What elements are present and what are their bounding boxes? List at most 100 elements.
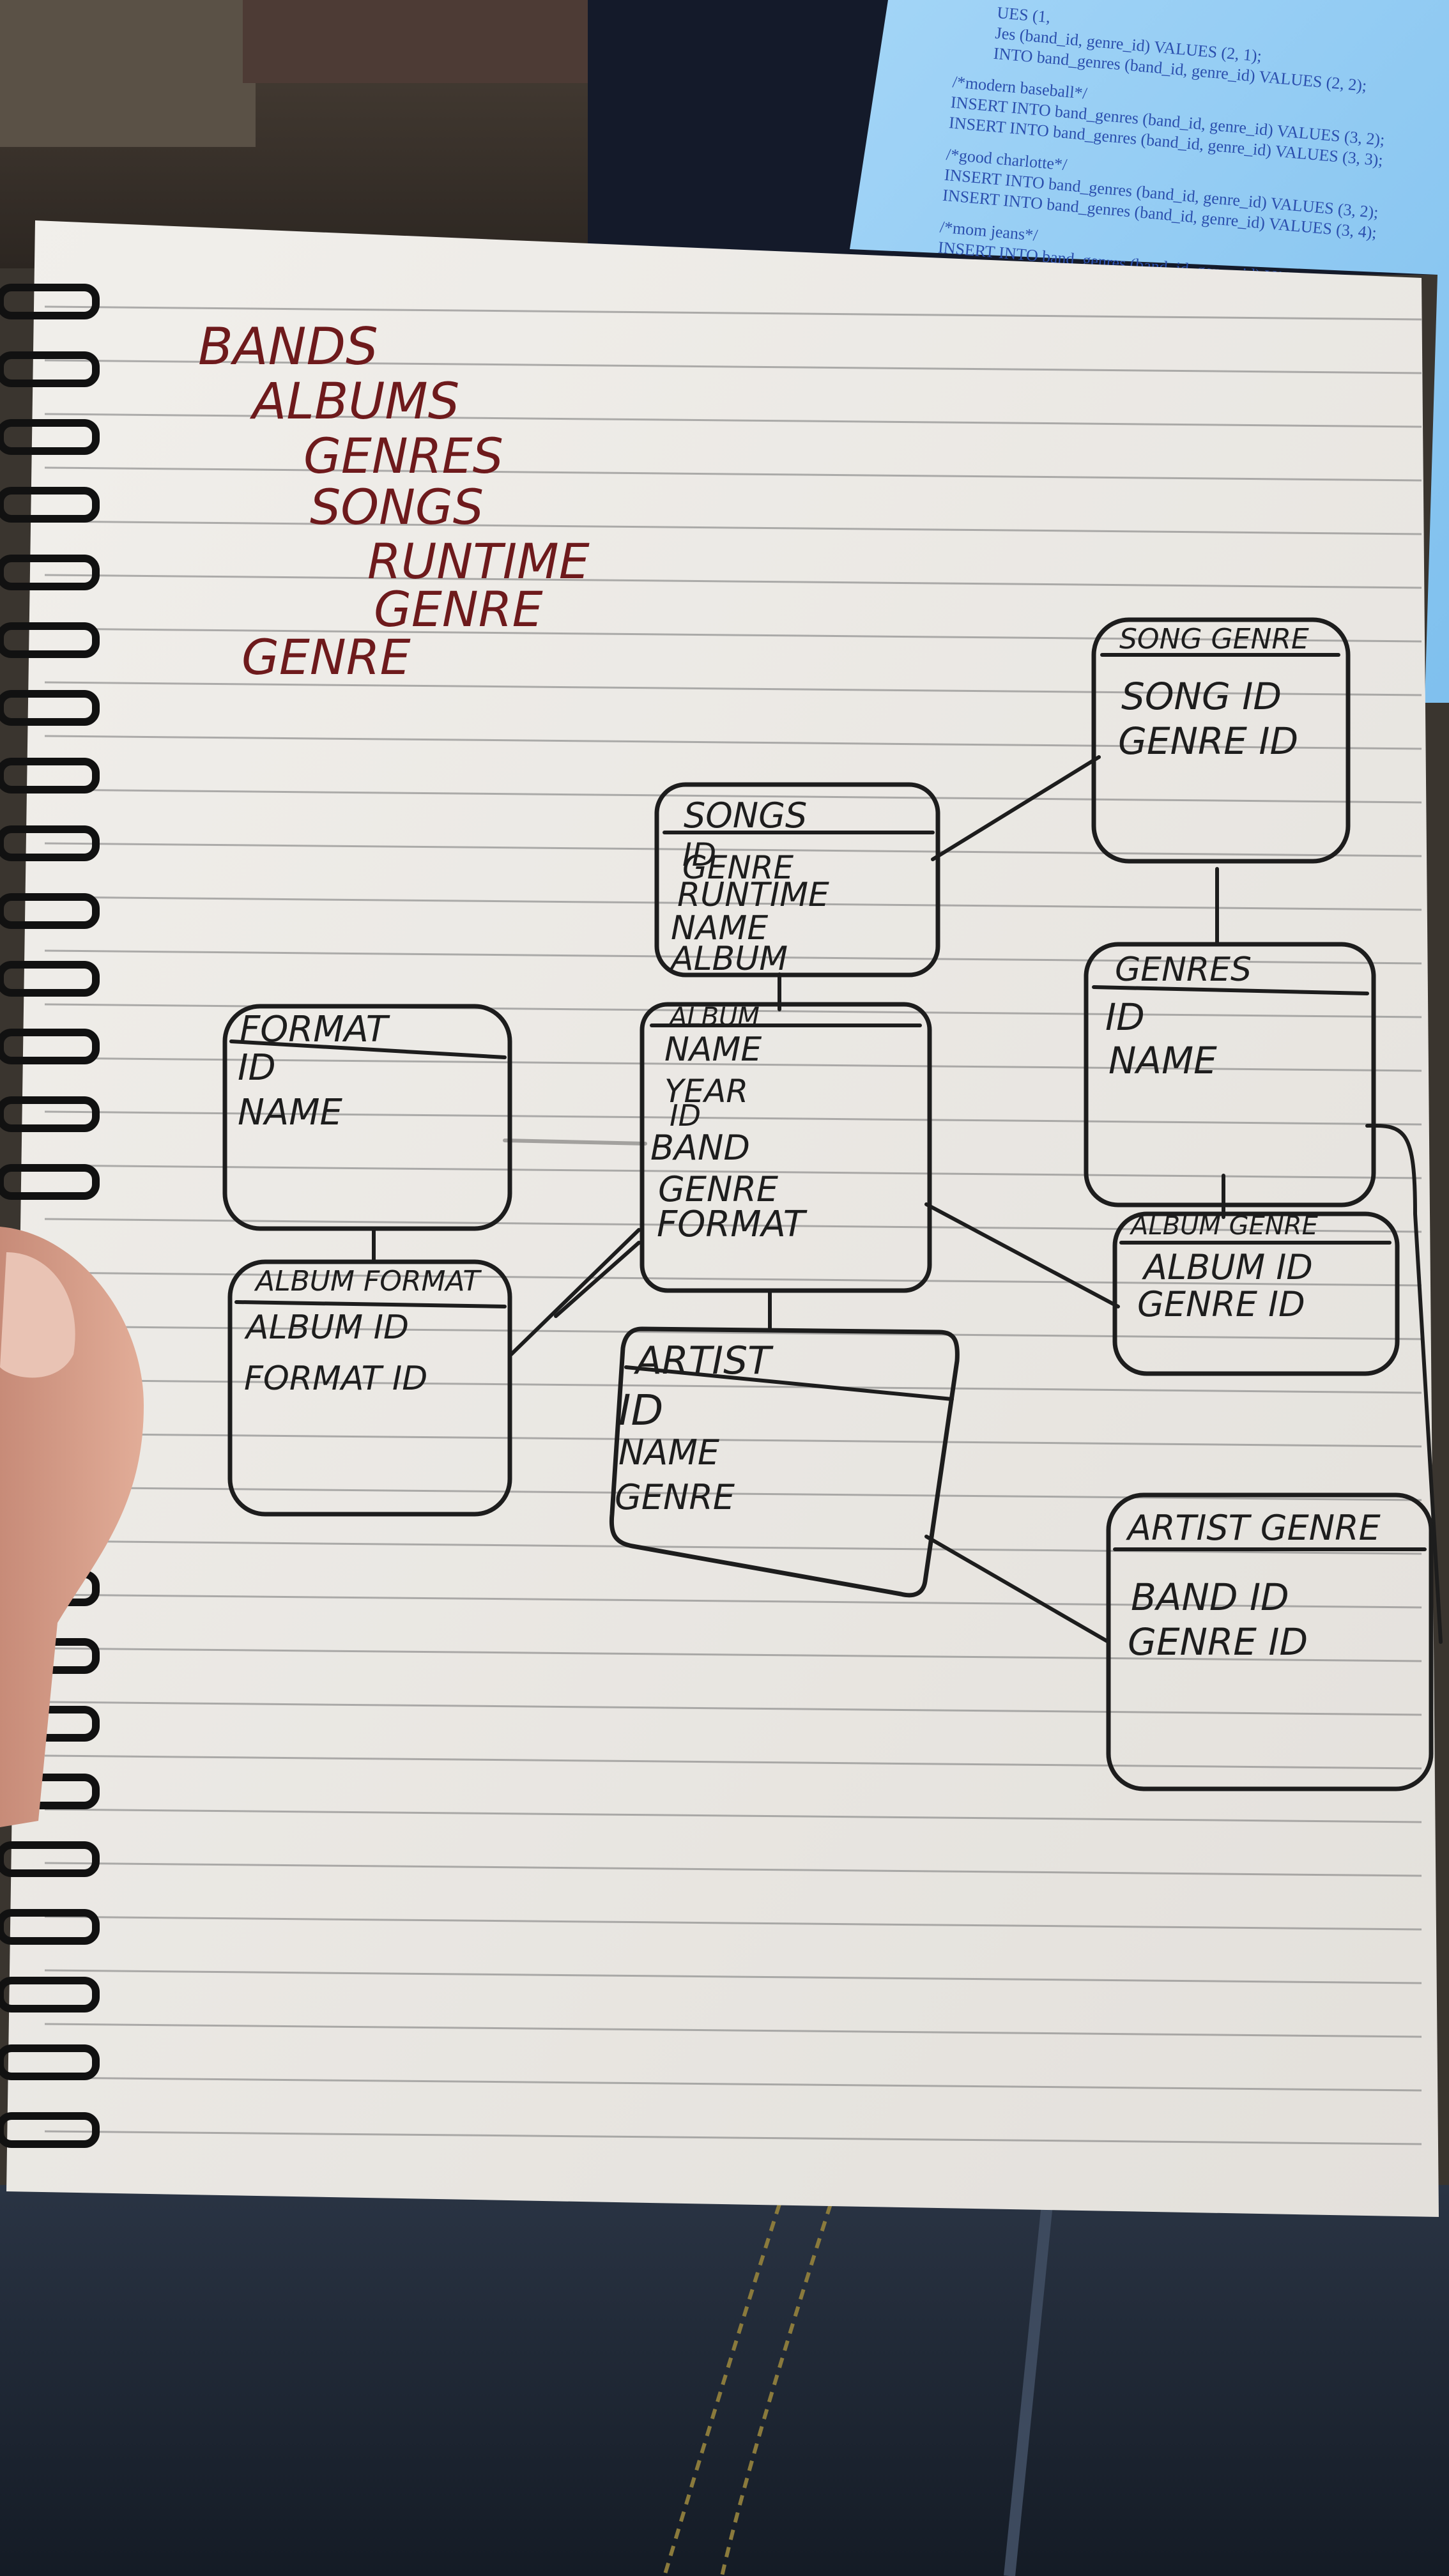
table-field: BAND ID bbox=[1131, 1575, 1289, 1619]
shelf-clutter bbox=[243, 0, 601, 83]
note-genres: GENRES bbox=[303, 427, 503, 484]
rel-genres-artistgenre bbox=[1365, 1123, 1443, 1644]
ruled-line bbox=[44, 305, 1422, 321]
table-genres: GENRES ID NAME bbox=[1084, 942, 1376, 1208]
ruled-line bbox=[44, 1647, 1422, 1662]
table-artist: ARTIST ID NAME GENRE bbox=[609, 1326, 960, 1598]
table-title: GENRES bbox=[1115, 951, 1252, 989]
jeans-seam bbox=[720, 2204, 832, 2576]
table-album-genre: ALBUM GENRE ALBUM ID GENRE ID bbox=[1112, 1211, 1400, 1376]
ruled-line bbox=[44, 788, 1422, 804]
spiral-coil bbox=[0, 487, 100, 523]
spiral-coil bbox=[0, 284, 100, 319]
note-genre: GENRE bbox=[241, 629, 411, 686]
ruled-line bbox=[44, 1915, 1422, 1931]
note-runtime: RUNTIME bbox=[367, 533, 590, 590]
ruled-line bbox=[44, 842, 1422, 857]
table-field: NAME bbox=[1108, 1039, 1217, 1082]
thumbnail bbox=[0, 1252, 75, 1378]
ruled-line bbox=[44, 735, 1422, 750]
table-field: BAND bbox=[650, 1128, 750, 1168]
rel-albumformat-album bbox=[509, 1228, 641, 1356]
spiral-coil bbox=[0, 758, 100, 793]
jeans-fold bbox=[1004, 2197, 1054, 2576]
table-song-genre: SONG GENRE SONG ID GENRE ID bbox=[1091, 617, 1351, 864]
rel-album-albumgenre bbox=[924, 1202, 1120, 1308]
table-field: ALBUM ID bbox=[1142, 1247, 1313, 1287]
ruled-line bbox=[44, 1325, 1422, 1340]
ruled-line bbox=[44, 1164, 1422, 1179]
table-field: NAME bbox=[618, 1432, 720, 1473]
table-field: NAME bbox=[238, 1092, 343, 1133]
ruled-line bbox=[44, 896, 1422, 911]
note-songs: SONGS bbox=[310, 479, 484, 535]
ruled-line bbox=[44, 413, 1422, 428]
table-artist-genre: ARTIST GENRE BAND ID GENRE ID bbox=[1106, 1492, 1434, 1791]
ruled-line bbox=[44, 1110, 1422, 1126]
note-song-genre: GENRE bbox=[374, 581, 543, 638]
spiral-coil bbox=[0, 1909, 100, 1945]
table-field: ID bbox=[682, 836, 716, 873]
ruled-line bbox=[44, 627, 1422, 643]
table-album-format: ALBUM FORMAT ALBUM ID FORMAT ID bbox=[227, 1259, 512, 1517]
rel-format-album-faint bbox=[503, 1138, 647, 1146]
table-field: YEAR bbox=[664, 1073, 748, 1110]
ruled-line bbox=[44, 574, 1422, 589]
ruled-line bbox=[44, 1754, 1422, 1770]
table-field: FORMAT bbox=[657, 1204, 808, 1245]
rel-songs-songgenre bbox=[931, 755, 1101, 861]
ruled-line bbox=[44, 359, 1422, 374]
table-title: ARTIST GENRE bbox=[1126, 1508, 1381, 1548]
table-field: ID bbox=[618, 1386, 663, 1435]
table-field: ALBUM bbox=[669, 940, 788, 978]
ruled-line bbox=[44, 1862, 1422, 1877]
table-field: ALBUM ID bbox=[244, 1308, 409, 1347]
laptop-screen bbox=[850, 0, 1449, 703]
spiral-coil bbox=[0, 2044, 100, 2080]
table-field: GENRE ID bbox=[1137, 1284, 1305, 1324]
note-bands: BANDS bbox=[198, 317, 378, 376]
table-album: ALBUM NAME YEAR ID BAND GENRE FORMAT bbox=[640, 1002, 932, 1293]
spiral-coil bbox=[0, 893, 100, 929]
spiral-coil bbox=[0, 1977, 100, 2012]
wall bbox=[0, 0, 256, 147]
ruled-line bbox=[44, 2130, 1422, 2145]
spiral-coil bbox=[0, 622, 100, 658]
spiral-coil bbox=[0, 1164, 100, 1200]
spiral-coil bbox=[0, 690, 100, 726]
ruled-line bbox=[44, 2076, 1422, 2092]
table-title: ALBUM bbox=[668, 1002, 760, 1032]
rel-albumformat-album-2 bbox=[554, 1241, 641, 1318]
ruled-line bbox=[44, 1379, 1422, 1394]
table-title: SONGS bbox=[684, 795, 807, 836]
table-field: GENRE bbox=[682, 849, 793, 886]
ruled-line bbox=[44, 466, 1422, 482]
table-title: FORMAT bbox=[240, 1009, 390, 1050]
table-field: FORMAT ID bbox=[244, 1360, 427, 1398]
table-field: RUNTIME bbox=[677, 876, 829, 914]
rel-artist-artistgenre bbox=[924, 1535, 1110, 1644]
jeans-seam bbox=[663, 2204, 781, 2576]
table-field: NAME bbox=[671, 909, 768, 947]
spiral-coil bbox=[0, 419, 100, 455]
table-field: ID bbox=[1105, 995, 1145, 1039]
ruled-lines bbox=[44, 305, 1422, 2145]
ruled-line bbox=[44, 1808, 1422, 1823]
spiral-coil bbox=[0, 1029, 100, 1064]
table-field: ID bbox=[670, 1098, 701, 1133]
notebook-page bbox=[6, 220, 1439, 2217]
table-field: GENRE bbox=[658, 1169, 779, 1209]
notes-list: BANDS ALBUMS GENRES SONGS RUNTIME GENRE … bbox=[198, 317, 590, 686]
table-title: SONG GENRE bbox=[1119, 623, 1309, 656]
table-title: ARTIST bbox=[633, 1338, 774, 1383]
table-title: ALBUM FORMAT bbox=[254, 1265, 482, 1298]
spiral-coil bbox=[0, 1096, 100, 1132]
ruled-line bbox=[44, 1218, 1422, 1233]
ruled-line bbox=[44, 1432, 1422, 1448]
spiral-coil bbox=[0, 1841, 100, 1877]
spiral-coil bbox=[0, 1774, 100, 1809]
ruled-line bbox=[44, 681, 1422, 696]
ruled-line bbox=[44, 1057, 1422, 1072]
table-field: GENRE bbox=[615, 1477, 735, 1517]
table-field: GENRE ID bbox=[1128, 1620, 1308, 1664]
